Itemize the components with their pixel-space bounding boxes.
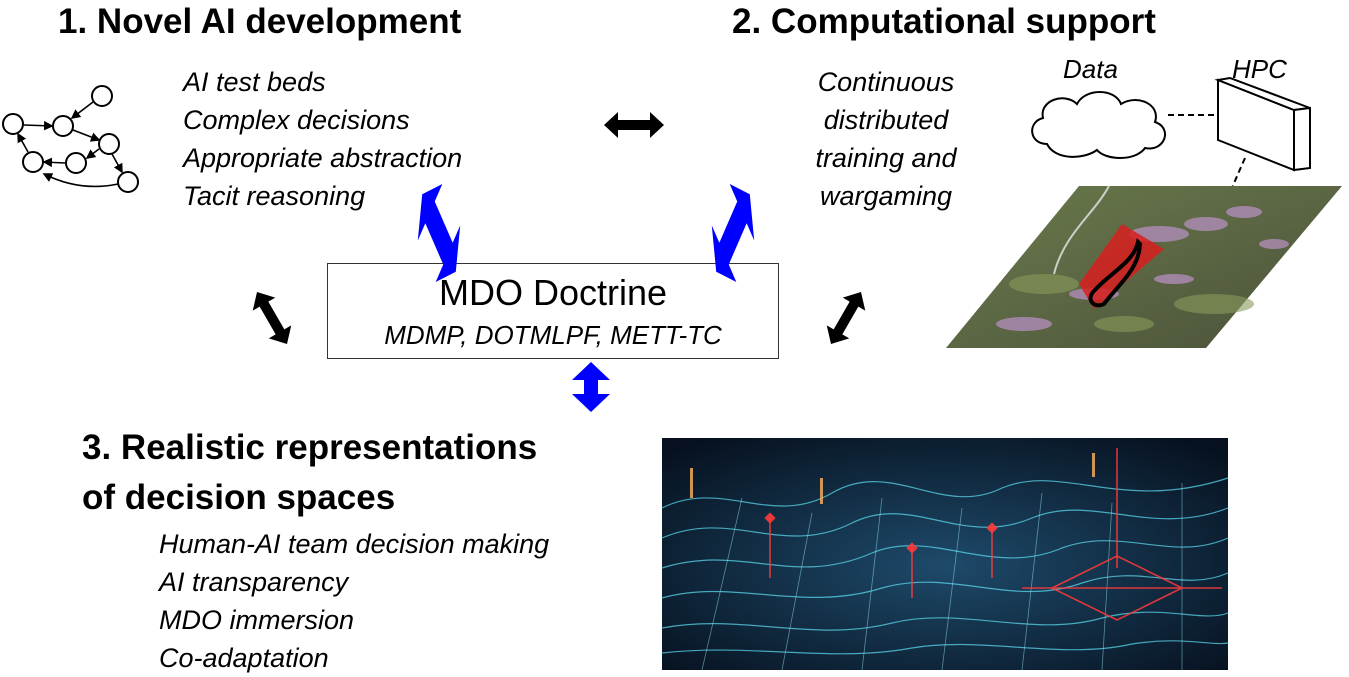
hpc-server-icon <box>1214 76 1311 172</box>
connector-line <box>1168 114 1216 116</box>
doctrine-title: MDO Doctrine <box>438 272 668 313</box>
double-arrow-icon <box>826 292 866 344</box>
double-arrow-icon <box>711 184 755 282</box>
holographic-terrain-image <box>661 438 1229 671</box>
doctrine-subtitle: MDMP, DOTMLPF, METT-TC <box>384 320 722 350</box>
list-item: Complex decisions <box>183 105 410 135</box>
list-item: AI transparency <box>159 567 349 597</box>
double-arrow-icon <box>604 112 664 138</box>
section1-list: AI test beds Complex decisions Appropria… <box>183 63 462 215</box>
hpc-label: HPC <box>1232 54 1287 84</box>
satellite-terrain-image <box>946 185 1342 348</box>
section3-heading-line2: of decision spaces <box>82 478 396 517</box>
double-arrow-icon <box>572 362 610 412</box>
section2-text: Continuous distributed training and warg… <box>786 63 986 215</box>
list-item: MDO immersion <box>159 605 355 635</box>
cloud-icon <box>1031 91 1166 159</box>
text-line: distributed <box>823 105 949 135</box>
list-item: AI test beds <box>183 67 326 97</box>
text-line: training and <box>815 143 957 173</box>
section1-heading: 1. Novel AI development <box>58 2 462 41</box>
mdo-doctrine-box: MDO Doctrine MDMP, DOTMLPF, METT-TC <box>327 263 779 359</box>
double-arrow-icon <box>252 292 292 344</box>
text-line: wargaming <box>819 181 953 211</box>
section3-heading-line1: 3. Realistic representations <box>82 428 538 467</box>
list-item: Human-AI team decision making <box>159 529 550 559</box>
graph-network-icon <box>2 85 139 193</box>
list-item: Appropriate abstraction <box>183 143 463 173</box>
data-label: Data <box>1063 54 1118 84</box>
section2-heading: 2. Computational support <box>732 2 1156 41</box>
connector-line <box>1230 157 1246 191</box>
section3-list: Human-AI team decision making AI transpa… <box>159 525 549 677</box>
text-line: Continuous <box>817 67 955 97</box>
list-item: Tacit reasoning <box>183 181 366 211</box>
list-item: Co-adaptation <box>159 643 329 673</box>
double-arrow-icon <box>417 184 461 282</box>
